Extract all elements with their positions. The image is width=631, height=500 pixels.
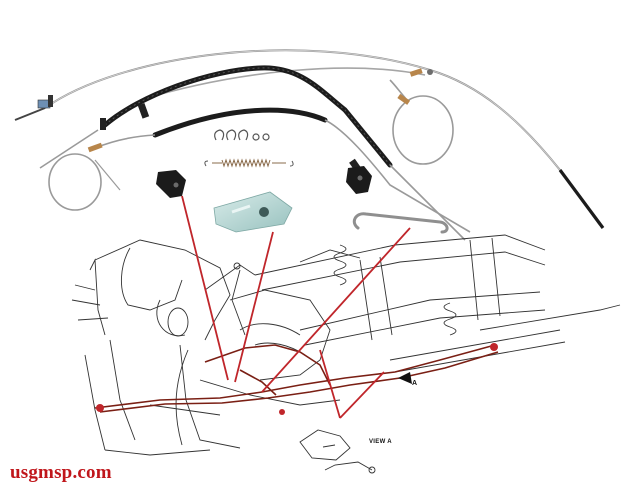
- sheathed-cable-icon: [102, 65, 393, 168]
- bracket-icon: [156, 170, 186, 198]
- callout-arrow-icon: [398, 372, 412, 384]
- clip-icon: [214, 129, 249, 141]
- leader-lines: [181, 195, 411, 419]
- cable-guide-clip: [213, 191, 293, 233]
- spring-icon: [212, 158, 286, 168]
- cable-loop-icon: [48, 153, 102, 211]
- equalizer-rod: [352, 212, 449, 234]
- cable-kit: [14, 49, 605, 241]
- callout-a: A: [412, 380, 418, 387]
- cable-loop-icon: [392, 95, 454, 165]
- hook-rod-icon: [352, 212, 449, 234]
- equalizer-bracket-right: [346, 166, 372, 194]
- installed-cable: [94, 343, 499, 415]
- return-spring: [204, 158, 294, 168]
- chassis-line-art: [71, 234, 621, 474]
- intermediate-cable: [39, 65, 466, 241]
- site-watermark: usgmsp.com: [10, 462, 112, 483]
- hardware-clips: [214, 129, 270, 141]
- front-cable: [44, 49, 605, 229]
- clip-icon: [213, 191, 293, 233]
- callout-view-a: VIEW A: [369, 439, 392, 445]
- front-cable-end: [14, 95, 53, 121]
- equalizer-bracket-left: [156, 170, 186, 198]
